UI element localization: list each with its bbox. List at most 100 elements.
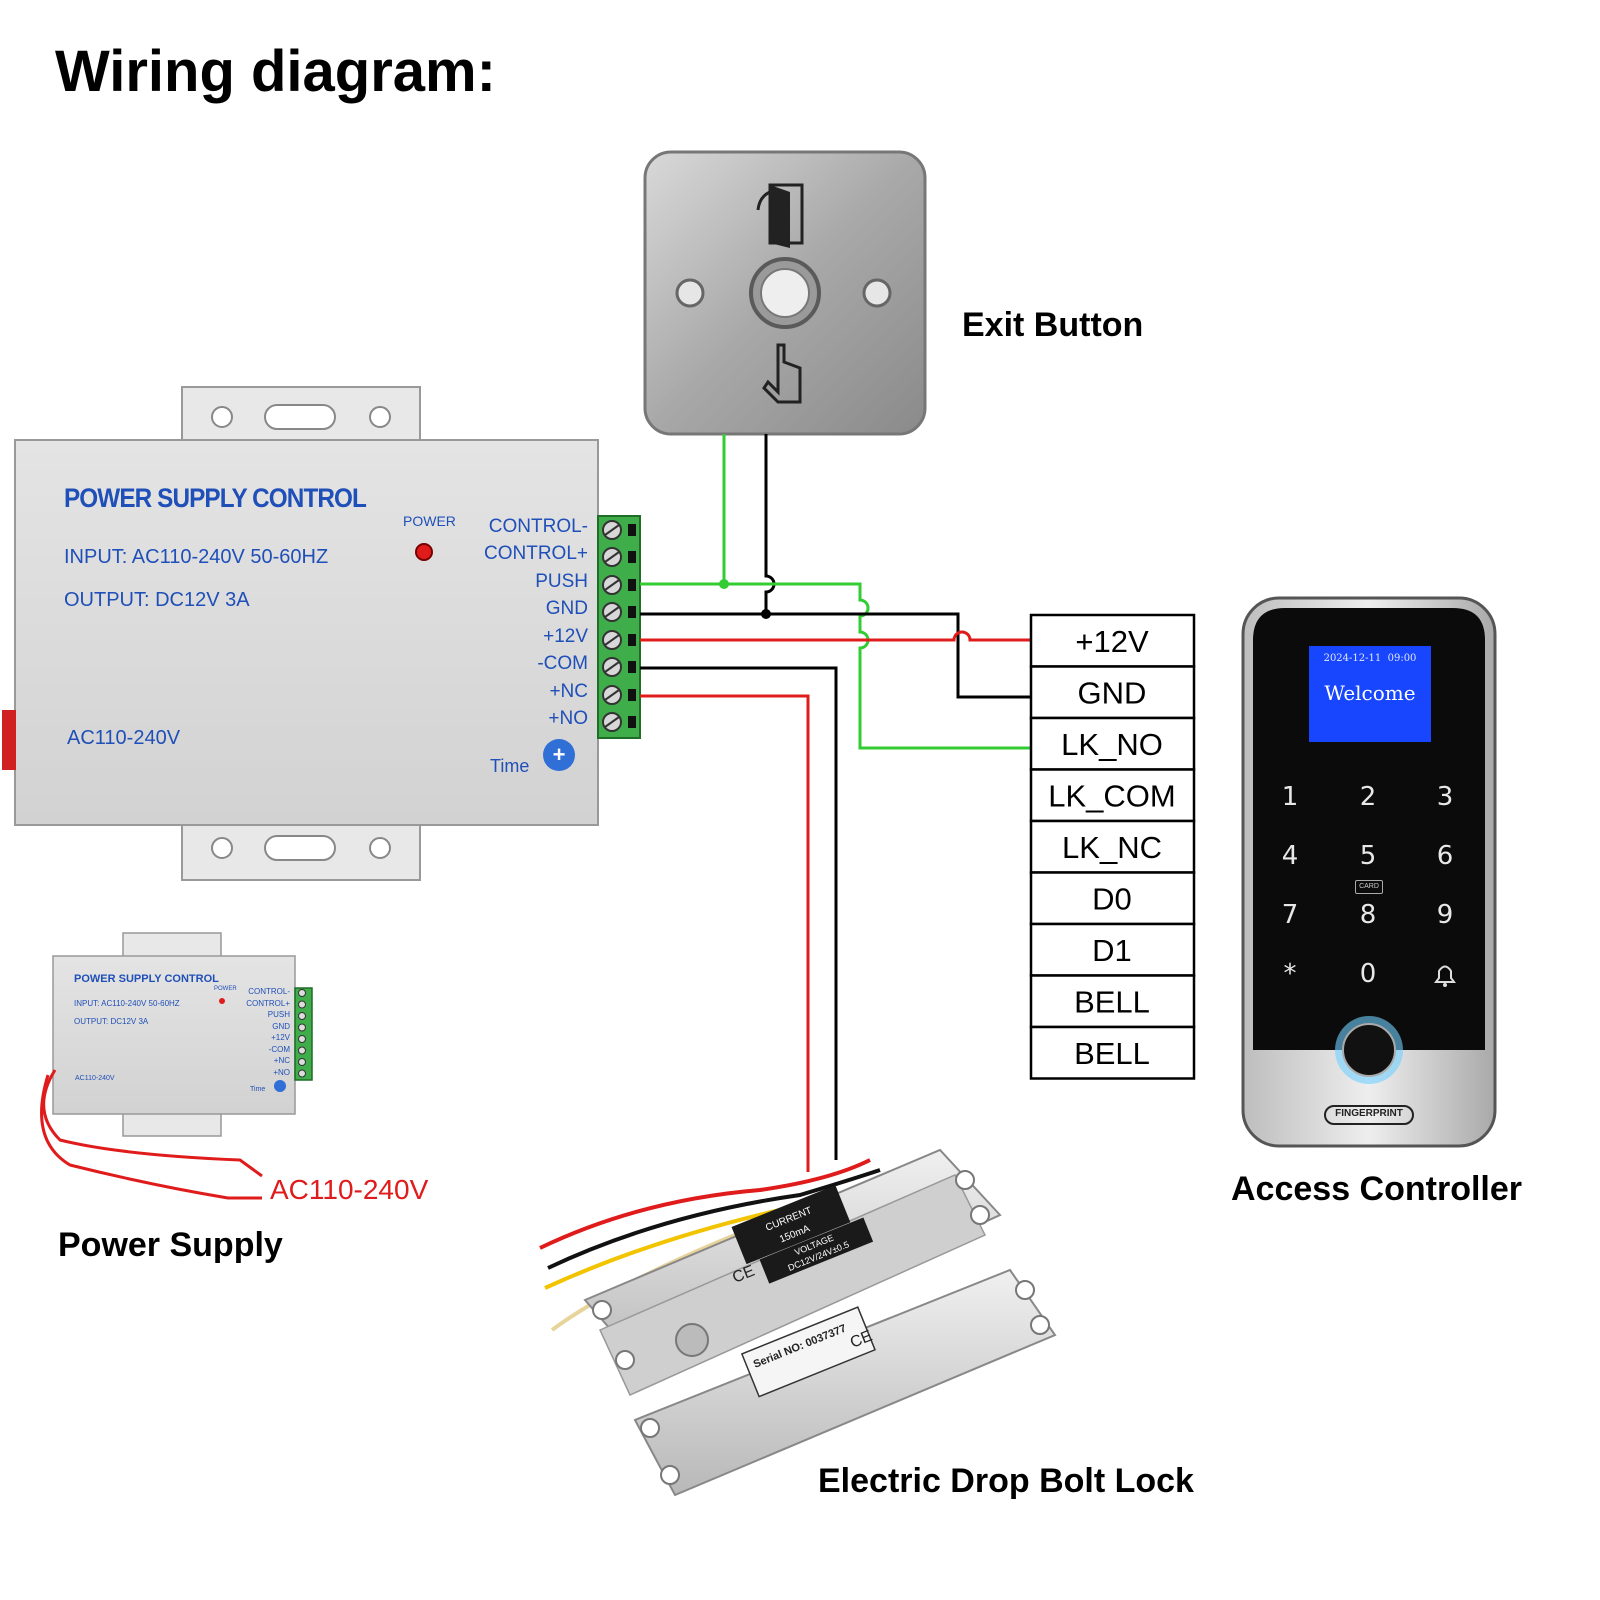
- small-psu-terminal-label: +NO: [273, 1067, 290, 1077]
- psu-ac-label: AC110-240V: [67, 727, 181, 749]
- small-psu-terminal-screw: [298, 1023, 306, 1032]
- terminal-cell: [1029, 613, 1196, 668]
- terminal-cell: [1029, 819, 1196, 874]
- psu-terminal-label: -COM: [537, 653, 588, 674]
- psu-input-spec: INPUT: AC110-240V 50-60HZ: [64, 546, 329, 568]
- terminal-cell: [1029, 922, 1196, 977]
- hand-press-icon: [762, 343, 802, 404]
- small-power-supply: [40, 932, 313, 1200]
- psu-terminal-screw: [602, 685, 636, 705]
- bell-icon: [1434, 965, 1456, 987]
- keypad-key[interactable]: 8: [1359, 900, 1377, 930]
- terminal-label: LK_COM: [1048, 779, 1175, 814]
- psu-terminal-screw: [602, 547, 636, 567]
- small-psu-terminal-label: GND: [272, 1021, 290, 1031]
- terminal-cell: [1029, 665, 1196, 720]
- small-psu-input-spec: INPUT: AC110-240V 50-60HZ: [74, 999, 180, 1008]
- terminal-label: +12V: [1075, 624, 1149, 659]
- terminal-label: LK_NO: [1061, 727, 1163, 762]
- ac-input-label: AC110-240V: [270, 1174, 429, 1205]
- small-psu-terminal-label: -COM: [268, 1044, 290, 1054]
- keypad-key[interactable]: 2: [1359, 782, 1377, 812]
- keypad-key[interactable]: 0: [1359, 959, 1377, 989]
- electric-drop-bolt-lock: CURRENT 150mA VOLTAGE DC12V/24V±0.5 CE S…: [539, 1148, 1057, 1497]
- small-psu-ac-label: AC110-240V: [75, 1075, 115, 1082]
- terminal-cell: [1029, 1025, 1196, 1080]
- controller-screen-datetime: 2024-12-11 09:00: [1323, 653, 1417, 664]
- psu-terminal-screw: [602, 657, 636, 677]
- small-psu-terminal-label: +NC: [273, 1056, 290, 1065]
- psu-terminal-screw: [602, 520, 636, 540]
- exit-button-caption: Exit Button: [962, 306, 1144, 344]
- psu-terminal-label: +NC: [549, 681, 588, 702]
- small-psu-terminal-screw: [298, 1000, 306, 1009]
- small-psu-terminal-label: PUSH: [267, 1010, 290, 1019]
- psu-terminal-block: [597, 515, 641, 739]
- controller-screen-welcome: Welcome: [1324, 681, 1416, 705]
- small-psu-terminal-screw: [298, 1058, 306, 1066]
- terminal-label: D1: [1092, 933, 1132, 968]
- keypad-key[interactable]: 5: [1359, 841, 1377, 871]
- terminal-label: GND: [1078, 676, 1147, 711]
- psu-terminal-screw: [602, 602, 636, 622]
- small-psu-terminal-screw: [298, 1069, 306, 1078]
- wiring: [640, 434, 1031, 1172]
- terminal-label: BELL: [1074, 985, 1150, 1020]
- psu-terminal-screw: [602, 712, 636, 732]
- small-psu-terminal-label: CONTROL-: [248, 987, 290, 996]
- psu-terminal-screw: [602, 630, 636, 650]
- small-psu-terminal-label: +12V: [271, 1033, 290, 1042]
- controller-screen: [1309, 646, 1431, 742]
- keypad-key[interactable]: 4: [1281, 841, 1299, 871]
- access-controller-caption: Access Controller: [1231, 1170, 1522, 1208]
- terminal-label: LK_NC: [1062, 830, 1162, 865]
- time-adjust-knob: [543, 739, 575, 771]
- door-icon: [756, 183, 804, 248]
- small-psu-terminal-screw: [298, 989, 306, 997]
- psu-time-label: Time: [490, 756, 530, 776]
- terminal-label: D0: [1092, 882, 1132, 917]
- keypad-key[interactable]: 7: [1281, 900, 1299, 930]
- card-reader-label: CARD: [1355, 880, 1383, 894]
- fingerprint-label: FINGERPRINT: [1335, 1108, 1403, 1119]
- small-psu-terminal-screw: [298, 1012, 306, 1020]
- small-psu-terminal-label: CONTROL+: [246, 998, 290, 1008]
- keypad-key[interactable]: 1: [1281, 782, 1299, 812]
- psu-terminal-screw: [602, 575, 636, 595]
- terminal-label: BELL: [1074, 1036, 1150, 1071]
- exit-button: [643, 150, 927, 436]
- keypad-key[interactable]: 3: [1436, 782, 1454, 812]
- keypad-key[interactable]: 6: [1436, 841, 1454, 871]
- terminal-cell: [1029, 974, 1196, 1029]
- power-supply-caption: Power Supply: [58, 1226, 283, 1264]
- psu-power-label: POWER: [403, 513, 456, 529]
- small-psu-power-label: POWER: [214, 986, 237, 992]
- psu-heading: POWER SUPPLY CONTROL: [64, 483, 367, 513]
- small-psu-heading: POWER SUPPLY CONTROL: [74, 973, 219, 985]
- small-psu-terminal-screw: [298, 1046, 306, 1055]
- diagram-title: Wiring diagram:: [55, 39, 496, 104]
- access-controller: [1241, 596, 1497, 1148]
- small-psu-terminal-screw: [298, 1035, 306, 1043]
- small-psu-output-spec: OUTPUT: DC12V 3A: [74, 1017, 149, 1026]
- terminal-cell: [1029, 716, 1196, 771]
- fingerprint-sensor: [1342, 1023, 1396, 1077]
- power-led: [415, 543, 433, 561]
- psu-output-spec: OUTPUT: DC12V 3A: [64, 589, 250, 611]
- psu-terminal-label: GND: [545, 598, 588, 619]
- power-supply-control-unit: +: [2, 386, 641, 881]
- small-psu-time-label: Time: [250, 1086, 266, 1093]
- svg-text:+: +: [553, 742, 566, 767]
- psu-terminal-label: CONTROL+: [484, 543, 588, 564]
- keypad-key[interactable]: 9: [1436, 900, 1454, 930]
- keypad-key[interactable]: *: [1283, 959, 1297, 989]
- psu-terminal-label: CONTROL-: [488, 516, 588, 537]
- terminal-cell: [1029, 871, 1196, 926]
- psu-terminal-label: +NO: [548, 708, 588, 729]
- lock-caption: Electric Drop Bolt Lock: [818, 1462, 1194, 1500]
- psu-terminal-label: PUSH: [535, 571, 588, 592]
- psu-terminal-label: +12V: [543, 626, 588, 647]
